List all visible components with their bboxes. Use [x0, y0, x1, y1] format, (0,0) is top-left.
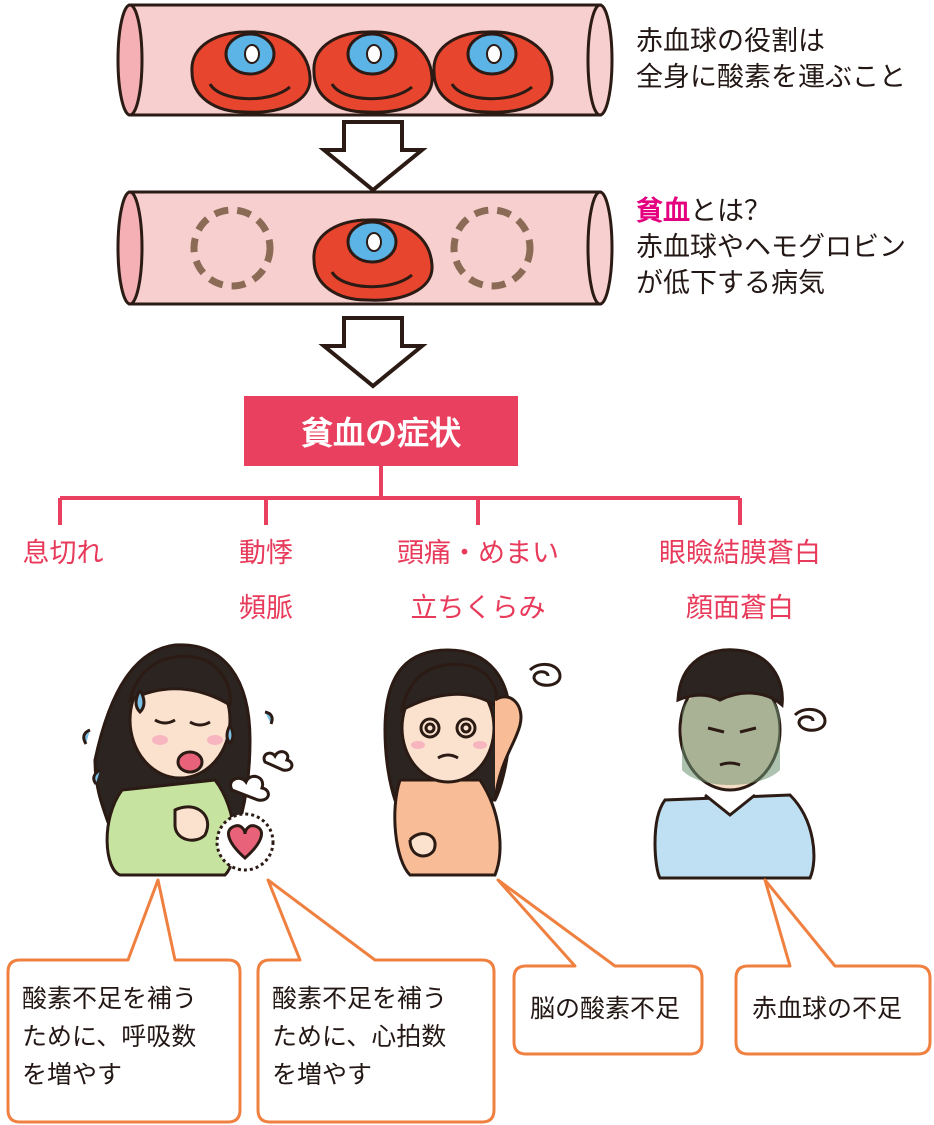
- person-pallor: [653, 648, 827, 880]
- bubble-1-text: 酸素不足を補う ために、呼吸数 を増やす: [22, 980, 197, 1094]
- symptom-3: 頭痛・めまい 立ちくらみ: [378, 526, 578, 636]
- red-blood-cell-icon: [312, 30, 434, 114]
- red-blood-cell-icon: [312, 218, 434, 302]
- bubble-4-text: 赤血球の不足: [752, 990, 902, 1028]
- symptom-4-line1: 眼瞼結膜蒼白: [659, 538, 821, 569]
- anemia-definition-line2: 赤血球やヘモグロビン: [636, 232, 906, 263]
- symptoms-header-label: 貧血の症状: [300, 414, 461, 452]
- blood-vessel-anemia: [116, 190, 614, 306]
- bubble-2-line2: ために、心拍数: [272, 1022, 447, 1051]
- symptom-4: 眼瞼結膜蒼白 顔面蒼白: [640, 526, 840, 636]
- symptom-3-line1: 頭痛・めまい: [397, 538, 559, 569]
- person-shortness-of-breath: [82, 643, 294, 877]
- bubble-3-line1: 脳の酸素不足: [530, 994, 681, 1023]
- down-arrow-icon: [318, 120, 428, 193]
- person-dizziness: [383, 648, 562, 877]
- anemia-question-suffix: とは？: [690, 196, 771, 227]
- symptom-2-line2: 頻脈: [239, 593, 293, 624]
- bubble-3-text: 脳の酸素不足: [530, 990, 680, 1028]
- blood-vessel-normal: [116, 3, 614, 117]
- symptom-3-line2: 立ちくらみ: [410, 593, 546, 624]
- symptom-1-line1: 息切れ: [22, 538, 104, 569]
- bubble-2-text: 酸素不足を補う ために、心拍数 を増やす: [272, 980, 447, 1094]
- red-blood-cell-icon: [190, 30, 312, 114]
- down-arrow-icon: [318, 316, 428, 389]
- role-text-line1: 赤血球の役割は: [636, 26, 825, 57]
- symptom-2-line1: 動悸: [239, 538, 293, 569]
- bubble-2-line1: 酸素不足を補う: [272, 984, 448, 1013]
- bubble-2-line3: を増やす: [272, 1060, 373, 1089]
- red-blood-cell-icon: [432, 30, 554, 114]
- bubble-4-line1: 赤血球の不足: [752, 994, 903, 1023]
- bubble-1-line3: を増やす: [22, 1060, 123, 1089]
- bubble-1-line2: ために、呼吸数: [22, 1022, 197, 1051]
- anemia-definition-line3: が低下する病気: [636, 268, 825, 299]
- symptom-4-line2: 顔面蒼白: [686, 593, 794, 624]
- role-text-line2: 全身に酸素を運ぶこと: [636, 62, 906, 93]
- speech-bubbles: [6, 878, 932, 1124]
- symptom-2: 動悸 頻脈: [216, 526, 316, 636]
- anemia-term: 貧血: [636, 196, 690, 227]
- anemia-question: 貧血とは？: [636, 194, 771, 230]
- symptom-1: 息切れ: [8, 526, 118, 581]
- branch-lines: [58, 466, 742, 525]
- bubble-1-line1: 酸素不足を補う: [22, 984, 198, 1013]
- symptoms-header: 貧血の症状: [244, 396, 518, 466]
